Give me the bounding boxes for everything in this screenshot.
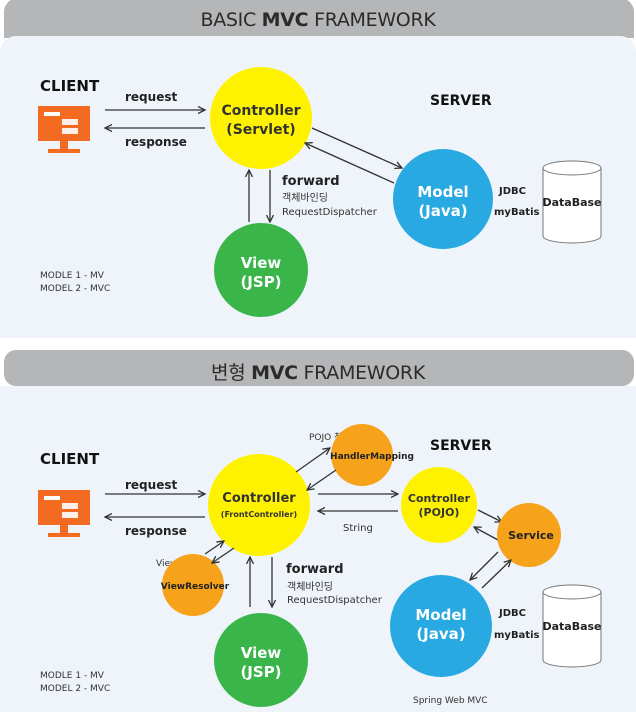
top-title: BASIC MVC FRAMEWORK (200, 9, 436, 31)
top-model-node (393, 149, 493, 249)
viewresolver-to-controller-arrow (204, 541, 224, 555)
bottom-model-line2: (Java) (416, 625, 465, 643)
pojo-controller-line1: Controller (408, 492, 471, 505)
handler-mapping-node (331, 424, 393, 486)
pojo-controller-line2: (POJO) (419, 506, 460, 519)
bottom-footer-label: Spring Web MVC (413, 696, 488, 706)
bottom-client-label: CLIENT (40, 450, 100, 468)
controller-to-viewresolver-arrow (212, 547, 235, 563)
view-resolver-label: ViewResolver (161, 582, 230, 592)
top-model-line1: Model (417, 183, 468, 201)
bottom-response-label: response (125, 524, 187, 538)
handler-to-controller-arrow (307, 469, 337, 490)
top-controller-to-model-arrow (311, 127, 402, 168)
top-jdbc-label: JDBC (498, 186, 526, 197)
top-model1-note: MODLE 1 - MV (40, 271, 105, 281)
top-server-label: SERVER (430, 93, 492, 109)
model-to-service-arrow (481, 560, 511, 589)
handler-mapping-label: HandlerMapping (330, 452, 414, 462)
bottom-model1-note: MODLE 1 - MV (40, 671, 105, 681)
bottom-view-line2: (JSP) (240, 663, 281, 681)
bottom-model-node (390, 575, 492, 677)
bottom-model-line1: Model (415, 606, 466, 624)
bottom-controller-line2: (FrontController) (221, 510, 297, 519)
top-model-to-controller-arrow (305, 143, 395, 184)
monitor-icon (38, 106, 90, 153)
bottom-view-line1: View (241, 644, 282, 662)
bottom-controller-line1: Controller (222, 491, 296, 506)
top-dispatcher-label: RequestDispatcher (282, 207, 378, 218)
bottom-request-label: request (125, 478, 177, 492)
bottom-string-label: String (343, 523, 373, 534)
top-response-label: response (125, 135, 187, 149)
controller-to-handler-arrow (295, 448, 330, 473)
top-forward-label: forward (282, 174, 340, 189)
top-client-label: CLIENT (40, 77, 100, 95)
bottom-jdbc-label: JDBC (498, 608, 526, 619)
service-label: Service (508, 529, 554, 542)
top-banner (4, 0, 634, 38)
pojo-controller-node (401, 467, 477, 543)
bottom-controller-node (208, 454, 310, 556)
bottom-banner (4, 350, 634, 386)
top-panel (0, 36, 636, 338)
top-controller-line1: Controller (221, 103, 300, 119)
bottom-server-label: SERVER (430, 438, 492, 454)
pojo-to-service-arrow (477, 509, 502, 522)
bottom-binding-label: 객체바인딩 (287, 581, 333, 593)
service-to-model-arrow (470, 551, 499, 580)
database-icon (542, 160, 602, 244)
bottom-pojo-find-label: POJO 찾기 (309, 432, 351, 443)
database-icon (542, 584, 602, 668)
top-database-label: DataBase (542, 196, 601, 209)
top-model-line2: (Java) (418, 202, 467, 220)
bottom-mybatis-label: myBatis (494, 630, 540, 641)
bottom-view-node (214, 613, 308, 707)
top-request-label: request (125, 90, 177, 104)
top-view-line2: (JSP) (240, 273, 281, 291)
top-mybatis-label: myBatis (494, 207, 540, 218)
bottom-forward-label: forward (286, 562, 344, 577)
bottom-title: 변형 MVC FRAMEWORK (211, 362, 425, 384)
top-controller-node (210, 67, 312, 169)
top-view-line1: View (241, 254, 282, 272)
bottom-database-label: DataBase (542, 620, 601, 633)
view-resolver-node (162, 554, 224, 616)
service-node (497, 503, 561, 567)
top-controller-line2: (Servlet) (226, 122, 295, 138)
top-view-node (214, 223, 308, 317)
service-to-pojo-arrow (474, 527, 499, 541)
top-binding-label: 객체바인딩 (282, 192, 328, 204)
bottom-model2-note: MODEL 2 - MVC (40, 684, 110, 694)
bottom-dispatcher-label: RequestDispatcher (287, 595, 383, 606)
top-model2-note: MODEL 2 - MVC (40, 284, 110, 294)
monitor-icon (38, 490, 90, 537)
